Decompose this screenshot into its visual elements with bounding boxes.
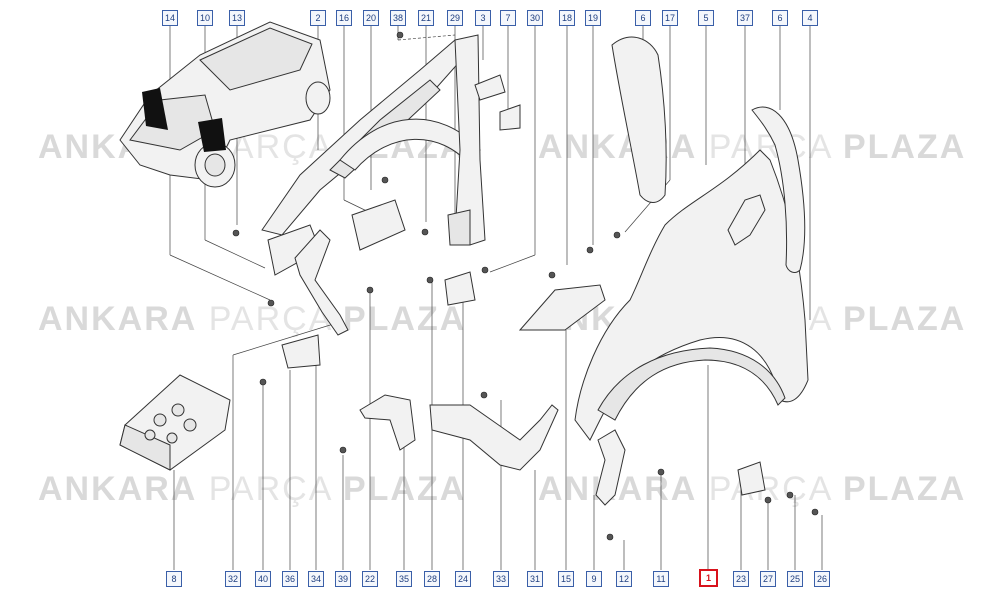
callout-top[interactable]: 14 (162, 10, 178, 26)
corner-bracket (737, 461, 766, 496)
fastener-kit-box (119, 374, 231, 471)
callout-top[interactable]: 2 (310, 10, 326, 26)
callout-top[interactable]: 13 (229, 10, 245, 26)
callout-top[interactable]: 19 (585, 10, 601, 26)
callout-bottom[interactable]: 11 (653, 571, 669, 587)
callout-top[interactable]: 3 (475, 10, 491, 26)
callout-top[interactable]: 4 (802, 10, 818, 26)
fender-liner (751, 106, 806, 273)
callout-bottom[interactable]: 25 (787, 571, 803, 587)
small-brackets (267, 74, 606, 369)
callout-top[interactable]: 10 (197, 10, 213, 26)
callout-bottom[interactable]: 36 (282, 571, 298, 587)
callout-top[interactable]: 38 (390, 10, 406, 26)
fasteners (232, 31, 819, 541)
callout-top[interactable]: 20 (363, 10, 379, 26)
callout-top[interactable]: 17 (662, 10, 678, 26)
lower-stay (595, 429, 626, 506)
callout-bottom[interactable]: 22 (362, 571, 378, 587)
side-moulding (611, 36, 667, 203)
callout-top[interactable]: 6 (772, 10, 788, 26)
callout-bottom[interactable]: 26 (814, 571, 830, 587)
callout-bottom[interactable]: 28 (424, 571, 440, 587)
watermark: ANKARA PARÇA PLAZA (38, 300, 467, 338)
callout-bottom[interactable]: 27 (760, 571, 776, 587)
callout-bottom[interactable]: 23 (733, 571, 749, 587)
callout-top[interactable]: 21 (418, 10, 434, 26)
car-thumbnail (119, 21, 331, 188)
callout-top[interactable]: 6 (635, 10, 651, 26)
callout-bottom[interactable]: 12 (616, 571, 632, 587)
callout-bottom[interactable]: 24 (455, 571, 471, 587)
callout-bottom[interactable]: 32 (225, 571, 241, 587)
callout-top[interactable]: 7 (500, 10, 516, 26)
callout-top[interactable]: 30 (527, 10, 543, 26)
callout-bottom[interactable]: 31 (527, 571, 543, 587)
callout-bottom[interactable]: 40 (255, 571, 271, 587)
callout-bottom[interactable]: 9 (586, 571, 602, 587)
callout-bottom[interactable]: 39 (335, 571, 351, 587)
callout-top[interactable]: 29 (447, 10, 463, 26)
callout-bottom[interactable]: 8 (166, 571, 182, 587)
callout-top[interactable]: 16 (336, 10, 352, 26)
watermark: ANKARA PARÇA PLAZA (38, 470, 467, 508)
callout-highlighted-part[interactable]: 1 (699, 569, 718, 587)
inner-bracket (727, 194, 766, 246)
callout-bottom[interactable]: 33 (493, 571, 509, 587)
callout-top[interactable]: 5 (698, 10, 714, 26)
callout-top[interactable]: 37 (737, 10, 753, 26)
callout-bottom[interactable]: 15 (558, 571, 574, 587)
curved-strut (294, 229, 349, 336)
callout-top[interactable]: 18 (559, 10, 575, 26)
lower-brackets (359, 394, 559, 471)
front-fender (574, 149, 809, 441)
callout-bottom[interactable]: 34 (308, 571, 324, 587)
callout-bottom[interactable]: 35 (396, 571, 412, 587)
